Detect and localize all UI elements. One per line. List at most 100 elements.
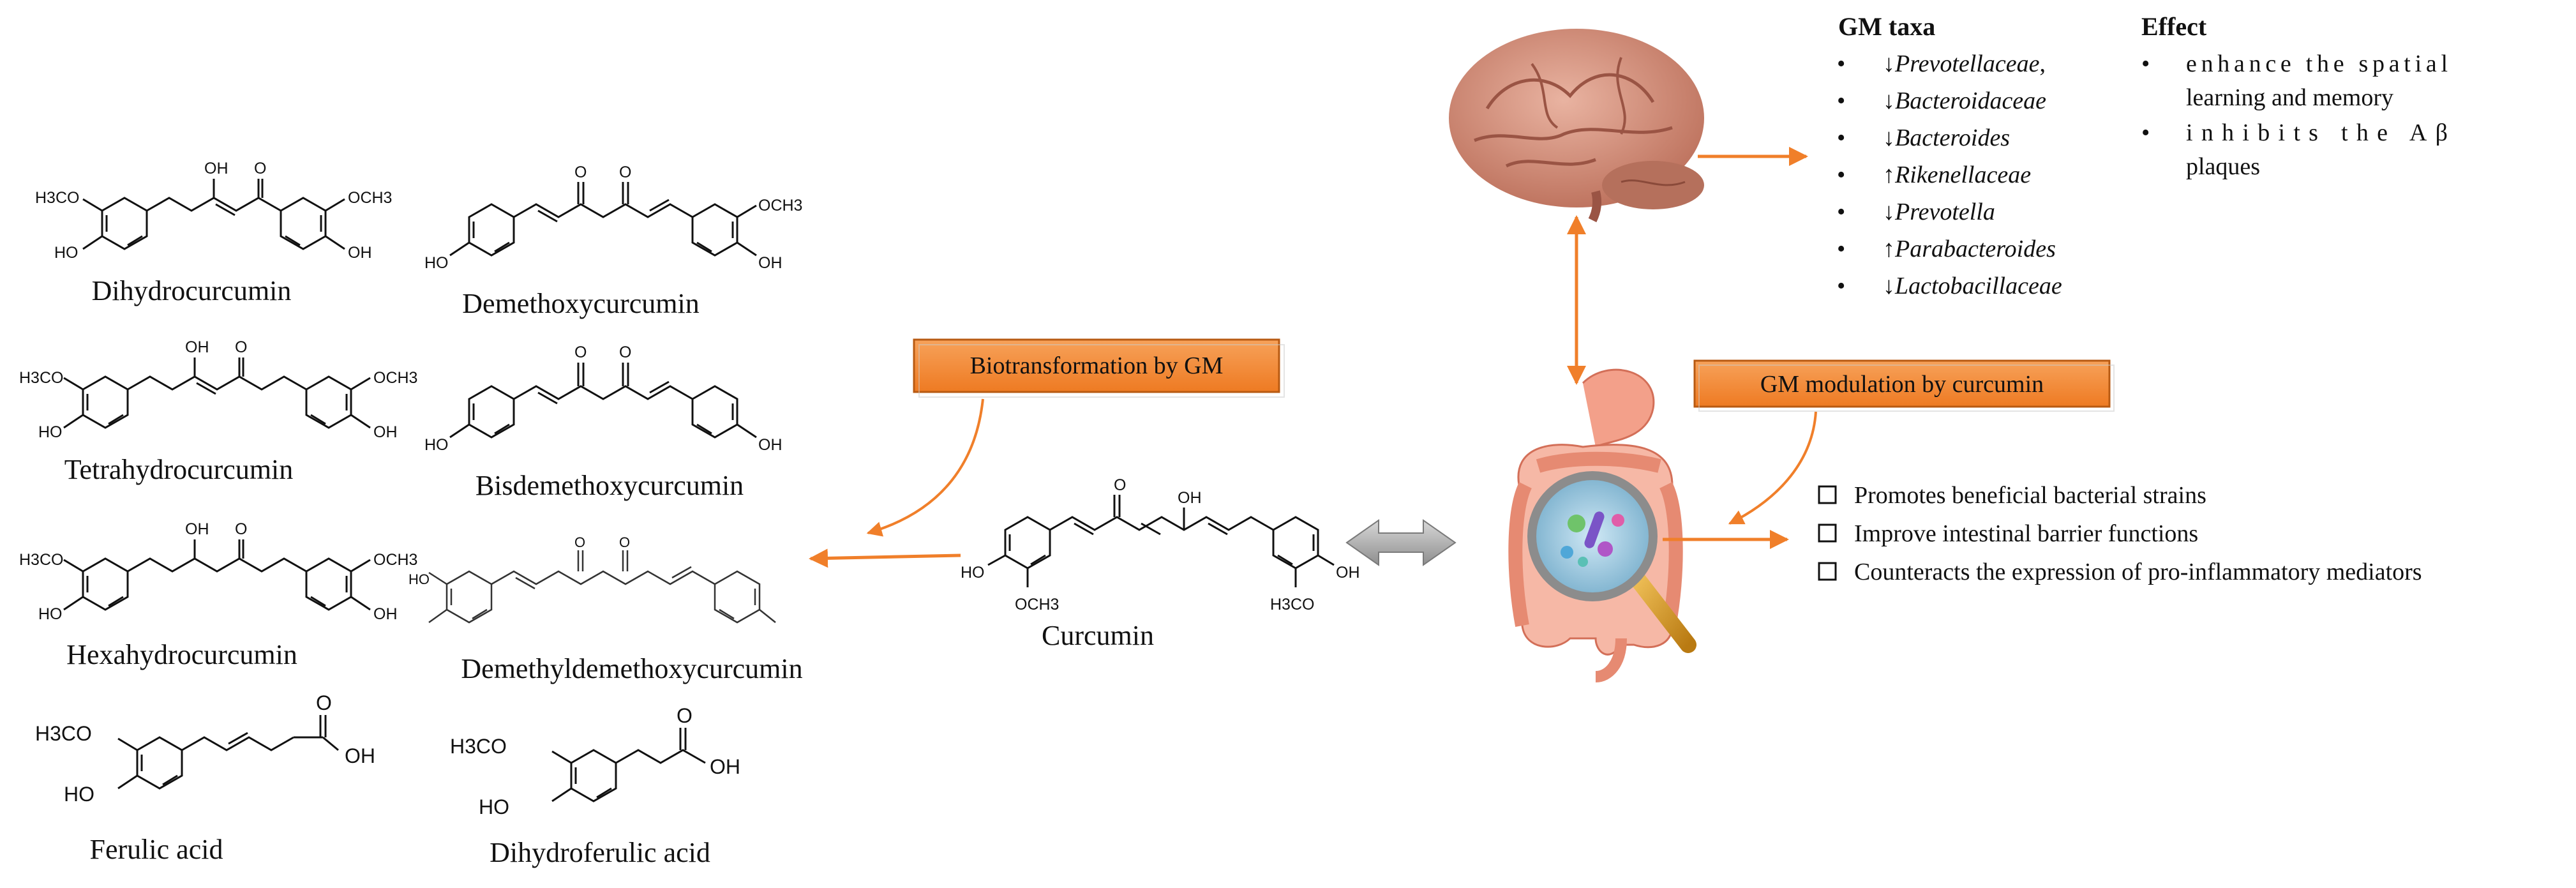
atom-label: O <box>619 343 631 361</box>
atom-label: O <box>677 704 693 727</box>
atom-label: HO <box>479 795 509 818</box>
taxa-item: • ↓Prevotella <box>1837 199 1995 225</box>
atom-label: OH <box>710 755 740 778</box>
taxa-arrow: ↓ <box>1883 124 1895 151</box>
checkbox-icon <box>1818 523 1837 543</box>
label-demethoxycurcumin: Demethoxycurcumin <box>462 288 699 319</box>
atom-label: O <box>619 534 630 550</box>
label-demethyldemethoxycurcumin: Demethyldemethoxycurcumin <box>461 653 802 684</box>
taxa-name: Bacteroides <box>1895 124 2010 151</box>
brain-illustration <box>1449 29 1704 223</box>
structure-dihydrocurcumin <box>82 179 345 250</box>
gm-taxa-list: • ↓Prevotellaceae, • ↓Bacteroidaceae • ↓… <box>1837 50 2062 299</box>
atom-label: H3CO <box>35 722 92 745</box>
label-dihydroferulic-acid: Dihydroferulic acid <box>490 837 710 868</box>
atom-label: OH <box>758 436 783 454</box>
atom-label: OCH3 <box>758 197 802 214</box>
taxa-suffix: , <box>2039 50 2046 77</box>
label-bisdemethoxycurcumin: Bisdemethoxycurcumin <box>476 470 744 501</box>
taxa-name: Rikenellaceae <box>1894 162 2031 188</box>
taxa-item: • ↓Bacteroides <box>1837 124 2010 151</box>
label-curcumin: Curcumin <box>1042 620 1154 651</box>
atom-label: OH <box>185 520 209 538</box>
taxa-arrow: ↑ <box>1883 236 1895 262</box>
atom-label: HO <box>961 564 985 582</box>
effect-item-line: learning and memory <box>2186 84 2393 111</box>
svg-text:↓Bacteroidaceae: ↓Bacteroidaceae <box>1883 87 2046 114</box>
bullet: • <box>1837 50 1845 77</box>
atom-label: HO <box>64 783 94 806</box>
atom-label: OCH3 <box>373 369 417 387</box>
structure-ferulic-acid <box>117 715 339 790</box>
atom-label: OH <box>185 338 209 356</box>
benefit-text: Promotes beneficial bacterial strains <box>1854 482 2206 509</box>
atom-label: O <box>235 338 247 356</box>
benefit-item: Promotes beneficial bacterial strains <box>1818 482 2206 509</box>
checkbox-icon <box>1818 485 1837 504</box>
bullet: • <box>2141 50 2150 77</box>
structure-curcumin <box>987 495 1335 587</box>
bullet: • <box>1837 162 1845 188</box>
taxa-item: • ↑Rikenellaceae <box>1837 162 2031 188</box>
atom-label: H3CO <box>450 735 507 758</box>
effect-item-line: enhance the spatial <box>2186 50 2448 77</box>
atom-label: OH <box>758 254 783 272</box>
atom-label: O <box>254 160 266 177</box>
taxa-name: Parabacteroides <box>1894 236 2056 262</box>
gm-modulation-label: GM modulation by curcumin <box>1760 371 2044 398</box>
structure-demethyldemethoxycurcumin <box>428 550 776 624</box>
atom-label: HO <box>38 423 63 441</box>
benefits-list: Promotes beneficial bacterial strains Im… <box>1818 482 2422 585</box>
bullet: • <box>2141 119 2150 146</box>
atom-label: O <box>316 691 332 714</box>
atom-label: OH <box>1178 489 1202 507</box>
effect-item-line: inhibits the Aβ <box>2186 119 2448 146</box>
box-gm-modulation <box>1693 359 2115 412</box>
taxa-name: Bacteroidaceae <box>1895 87 2046 114</box>
structure-bisdemethoxycurcumin <box>449 363 757 439</box>
taxa-item: • ↓Bacteroidaceae <box>1837 87 2046 114</box>
taxa-name: Prevotellaceae <box>1894 50 2040 77</box>
atom-label: O <box>1114 476 1126 494</box>
atom-label: OH <box>348 244 372 262</box>
taxa-arrow: ↑ <box>1883 162 1895 188</box>
label-dihydrocurcumin: Dihydrocurcumin <box>92 275 292 306</box>
atom-label: OH <box>204 160 228 177</box>
taxa-item: • ↓Prevotellaceae, <box>1837 50 2046 77</box>
atom-label: OH <box>1336 564 1360 582</box>
gm-taxa-heading: GM taxa <box>1838 12 1935 41</box>
structure-tetrahydrocurcumin <box>63 357 371 429</box>
atom-label: HO <box>408 571 430 587</box>
atom-label: H3CO <box>19 369 63 387</box>
taxa-name: Prevotella <box>1894 199 1995 225</box>
arrow-biotransformation-curve <box>866 398 984 537</box>
bullet: • <box>1837 199 1845 225</box>
taxa-arrow: ↓ <box>1883 87 1895 114</box>
arrow-modulation-curve <box>1728 411 1817 525</box>
benefit-item: Improve intestinal barrier functions <box>1818 520 2198 547</box>
atom-label: H3CO <box>19 551 63 569</box>
bullet: • <box>1837 87 1845 114</box>
label-hexahydrocurcumin: Hexahydrocurcumin <box>66 639 297 670</box>
svg-text:↓Bacteroides: ↓Bacteroides <box>1883 124 2010 151</box>
arrow-to-metabolites <box>809 548 961 568</box>
effect-list: • enhance the spatial learning and memor… <box>2141 50 2448 180</box>
label-tetrahydrocurcumin: Tetrahydrocurcumin <box>64 454 294 485</box>
svg-text:↓Prevotella: ↓Prevotella <box>1883 199 1995 225</box>
atom-label: OH <box>345 744 375 767</box>
atom-label: HO <box>38 605 63 623</box>
atom-label: HO <box>54 244 79 262</box>
svg-text:↑Rikenellaceae: ↑Rikenellaceae <box>1883 162 2031 188</box>
benefit-text: Improve intestinal barrier functions <box>1854 520 2198 547</box>
svg-text:↓Prevotellaceae,: ↓Prevotellaceae, <box>1883 50 2046 77</box>
bullet: • <box>1837 124 1845 151</box>
bullet: • <box>1837 236 1845 262</box>
structure-dihydroferulic-acid <box>551 728 706 802</box>
checkbox-icon <box>1818 562 1837 581</box>
double-arrow-icon <box>1345 519 1456 566</box>
biotransformation-label: Biotransformation by GM <box>970 352 1224 379</box>
taxa-item: • ↑Parabacteroides <box>1837 236 2056 262</box>
atom-label: HO <box>424 254 449 272</box>
atom-label: OCH3 <box>373 551 417 569</box>
